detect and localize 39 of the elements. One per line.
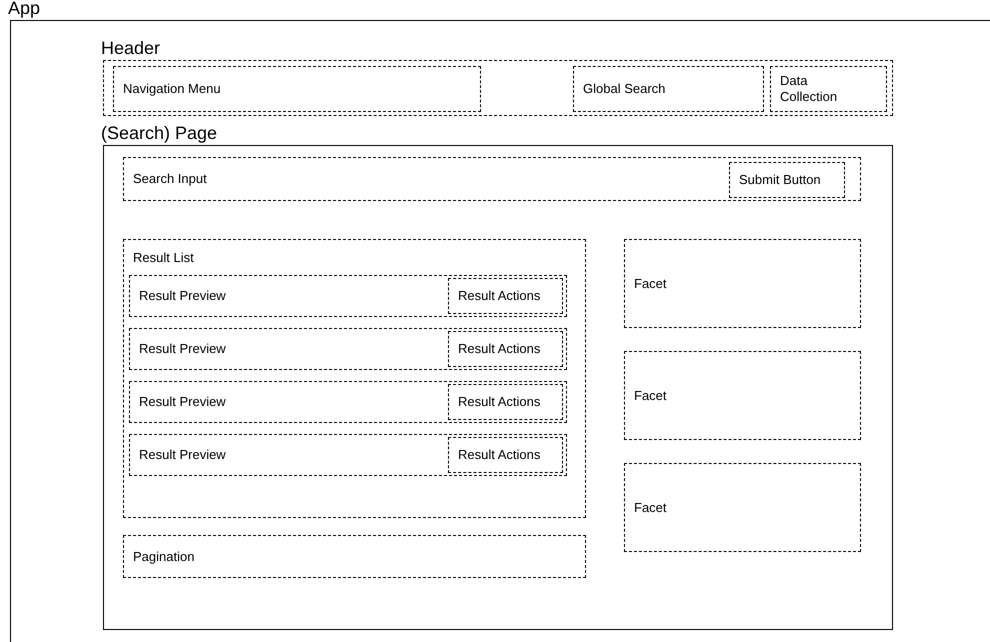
component-label: Data Collection	[780, 73, 838, 105]
component-label: Facet	[634, 500, 667, 516]
component-box	[113, 66, 481, 112]
component-label: Pagination	[133, 548, 194, 564]
component-label: Result Preview	[139, 341, 226, 357]
component-label: Facet	[634, 276, 667, 292]
component-label: Result Preview	[139, 288, 226, 304]
component-box	[123, 157, 861, 201]
component-box	[129, 381, 567, 423]
component-box	[624, 463, 861, 552]
component-label: Navigation Menu	[123, 81, 221, 97]
region-heading: (Search) Page	[101, 123, 218, 145]
component-label: Global Search	[583, 81, 666, 97]
component-label: Result Actions	[458, 341, 540, 357]
component-box	[129, 328, 567, 370]
component-label: Submit Button	[739, 172, 821, 188]
component-label: Facet	[634, 388, 667, 404]
component-box	[448, 331, 563, 367]
region-heading: App	[8, 0, 40, 20]
component-box	[448, 278, 563, 314]
component-label: Result Actions	[458, 288, 540, 304]
component-label: Result List	[133, 250, 194, 266]
component-box	[448, 437, 563, 473]
component-box	[129, 275, 567, 317]
component-box	[129, 434, 567, 476]
component-box	[123, 535, 586, 578]
component-label: Result Actions	[458, 447, 540, 463]
component-box	[573, 66, 764, 112]
component-box	[729, 162, 845, 198]
component-box	[448, 384, 563, 420]
component-label: Result Preview	[139, 394, 226, 410]
component-label: Search Input	[133, 171, 207, 187]
component-label: Result Actions	[458, 394, 540, 410]
list-region	[123, 239, 586, 518]
region-heading: Header	[101, 38, 160, 60]
component-box	[770, 66, 887, 112]
component-box	[624, 351, 861, 440]
component-label: Result Preview	[139, 447, 226, 463]
component-box	[624, 239, 861, 328]
